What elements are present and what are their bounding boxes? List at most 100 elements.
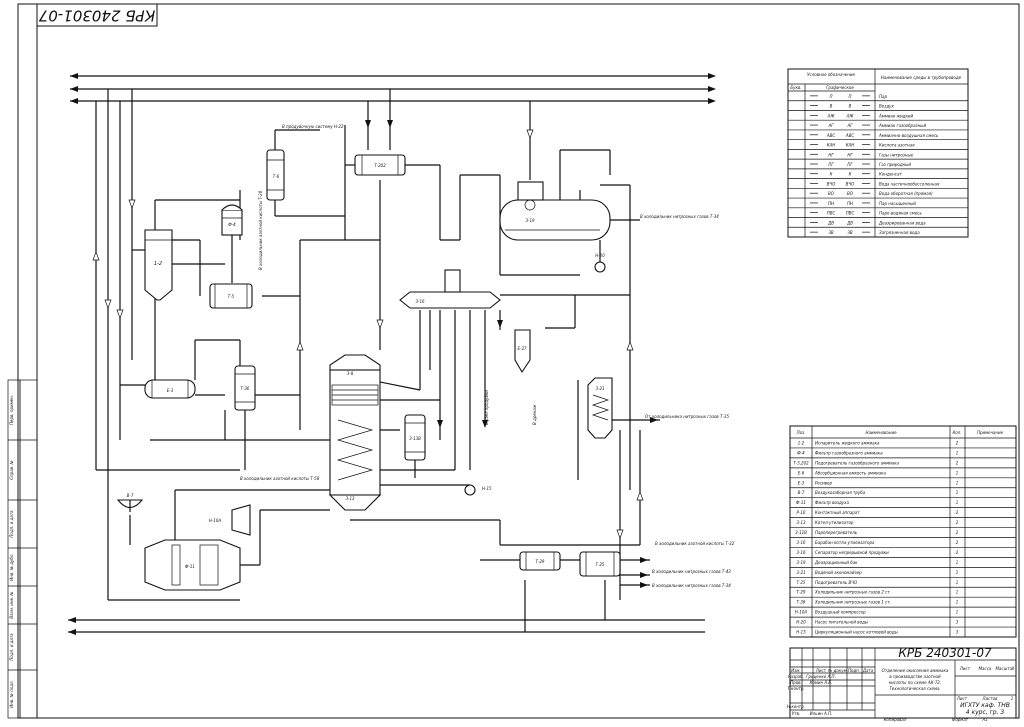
legend-code: КАН xyxy=(827,143,836,148)
legend-name: Аммиак газообразный xyxy=(878,123,926,128)
spec-qty: 2 xyxy=(956,520,959,525)
legend-code: НГ xyxy=(828,152,834,157)
spec-qty: 2 xyxy=(956,510,959,515)
legend-name: Воздух xyxy=(879,104,894,109)
spec-qty: 1 xyxy=(956,560,959,565)
title-block: КРБ 240301-07 Отделение окисления аммиак… xyxy=(787,646,1017,722)
svg-text:З-13В: З-13В xyxy=(409,436,421,441)
spec-qty: 1 xyxy=(956,500,959,505)
spec-name: Подогреватель газообразного аммиака xyxy=(815,460,900,465)
legend-code: ДВ xyxy=(827,220,834,225)
cooler-t25: Т-25 xyxy=(579,551,621,577)
spec-pos: В-7 xyxy=(798,490,805,495)
legend-header-symbol: Условное обозначение xyxy=(807,72,855,77)
legend-name: Кислота азотная xyxy=(879,143,915,148)
title-role: Н.контр. xyxy=(787,704,805,709)
title-row: Утв.Ильин А.П. xyxy=(792,711,833,716)
pump-h15: Н-15 xyxy=(464,484,492,496)
title-sign: Подп. xyxy=(848,668,860,673)
heat-exchanger-t36: Т-36 xyxy=(234,365,256,411)
legend-code: АГ xyxy=(828,123,835,128)
spec-pos: Р-10 xyxy=(797,510,806,515)
spec-pos: Е-6 xyxy=(798,470,805,475)
spec-name: Пароперегреватель xyxy=(815,530,858,535)
legend-table: Условное обозначение Букв. Графическое Н… xyxy=(787,68,969,238)
spec-pos: Т-5,202 xyxy=(793,460,809,465)
note: В холодильник нитрозных газов Т-43 xyxy=(652,569,731,574)
spec-name: Холодильник нитрозных газов 2 ст. xyxy=(814,590,891,595)
spec-pos: 3-13 xyxy=(796,520,806,525)
legend-header-graphic: Графическое xyxy=(826,85,854,90)
separator: Е-27 xyxy=(514,329,531,374)
title-role: Т.контр. xyxy=(787,686,804,691)
spec-header-name: Наименование xyxy=(865,430,897,435)
legend-code: П xyxy=(848,94,851,99)
legend-code: АВС xyxy=(826,133,835,138)
equipment: 1-2 Ф-4 Т-5 Т-6 Т-202 xyxy=(116,149,621,591)
spec-qty: 2 xyxy=(956,540,959,545)
spec-name: Сепаратор непрерывной продувки xyxy=(815,550,889,555)
title-doc: № докум. xyxy=(827,668,848,673)
legend-code: В xyxy=(849,104,852,109)
legend-code: АЖ xyxy=(845,113,854,118)
title-desc-line: в производстве азотной xyxy=(889,674,941,679)
flow-notes: В продувочную систему Н-22 В холодильник… xyxy=(240,124,735,588)
org-line: ИГХТУ каф. ТНВ xyxy=(960,702,1010,709)
spec-name: Ресивер xyxy=(815,480,832,485)
spec-pos: 3-16 xyxy=(796,540,806,545)
svg-text:Ф-4: Ф-4 xyxy=(228,222,236,227)
legend-code: ДВ xyxy=(846,220,853,225)
svg-text:З-16: З-16 xyxy=(415,299,425,304)
legend-name: Газ природный xyxy=(879,162,911,167)
spec-name: Холодильник нитрозных газов 1 ст. xyxy=(814,600,891,605)
spec-pos: Т-25 xyxy=(797,580,806,585)
spec-pos: Ф-11 xyxy=(796,500,806,505)
spec-row: Ф-11 Фильтр воздуха 1 xyxy=(790,500,1016,508)
drum-3-16: З-16 xyxy=(399,269,501,309)
legend-code: АЖ xyxy=(826,113,835,118)
note: В холодильник азотной кислоты Т-32 xyxy=(655,541,735,546)
title-desc-line: Технологическая схема. xyxy=(889,686,940,691)
spec-name: Воздушный компрессор xyxy=(815,610,866,615)
spec-name: Фильтр газообразного аммиака xyxy=(815,450,883,455)
org-line: 4 курс, гр. 3 xyxy=(966,709,1005,716)
legend-code: НГ xyxy=(847,152,853,157)
spec-name: Барабан котла-утилизатора xyxy=(815,540,875,545)
spec-pos: Н-20 xyxy=(796,620,806,625)
spec-qty: 2 xyxy=(956,530,959,535)
title-name: Комин А.Б. xyxy=(810,680,833,685)
title-desc-line: кислоты по схеме АК-72. xyxy=(889,680,941,685)
svg-text:Н-15: Н-15 xyxy=(482,486,492,491)
legend-code: К xyxy=(830,172,833,177)
title-role: Пров. xyxy=(790,680,802,685)
legend-code: АВС xyxy=(845,133,854,138)
note: В узел продувки xyxy=(484,390,489,425)
spec-row: Т-5,202 Подогреватель газообразного аммиа… xyxy=(790,460,1016,469)
spec-name: Фильтр воздуха xyxy=(815,500,850,505)
spec-name: Испаритель жидкого аммиака xyxy=(815,440,880,445)
title-code: КРБ 240301-07 xyxy=(898,646,992,660)
spec-qty: 2 xyxy=(956,440,959,445)
legend-code: ЗВ xyxy=(828,230,834,235)
sheets-label: Листов xyxy=(982,696,999,701)
spec-row: 3-16 Барабан котла-утилизатора 2 xyxy=(790,540,1016,548)
spec-name: Деаэрационный бак xyxy=(814,560,858,565)
spec-name: Водяной экономайзер xyxy=(815,570,862,575)
